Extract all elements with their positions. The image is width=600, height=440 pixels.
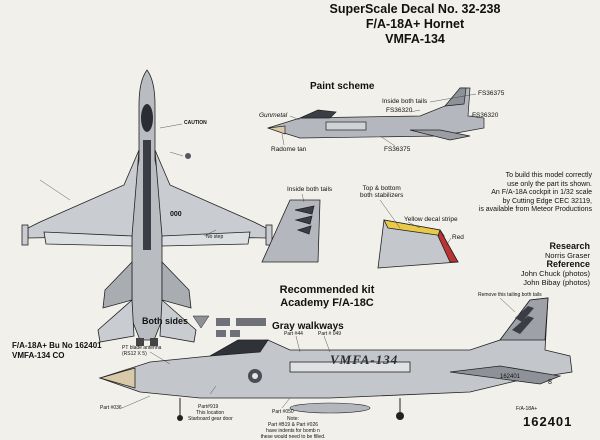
side-type-label: F/A-18A+: [516, 406, 538, 412]
reference-title: Reference: [546, 259, 590, 269]
build-note: To build this model correctly use only t…: [400, 172, 592, 215]
gunmetal-label: Gunmetal: [259, 112, 288, 119]
fs-label-1: FS36375: [478, 90, 505, 97]
reference-1: John Chuck (photos): [520, 269, 590, 278]
red-label: Red: [452, 234, 464, 241]
aircraft-line-1: F/A-18A+ Bu No 162401: [12, 341, 102, 350]
this-location-label: This location: [196, 410, 225, 416]
recommended-kit: Recommended kit Academy F/A-18C: [262, 284, 392, 310]
note-line-3: An F/A-18A cockpit in 1/32 scale: [491, 189, 592, 196]
title-line-1: SuperScale Decal No. 32-238: [329, 2, 501, 16]
research-block: Research Norris Graser Reference John Ch…: [470, 241, 590, 288]
tails-inside-label: Inside both tails: [287, 186, 333, 193]
aircraft-line-2: VMFA-134 CO: [12, 351, 65, 360]
fs-label-4: FS36375: [384, 146, 411, 153]
filler-note-1: Note:: [287, 416, 299, 422]
kit-line-2: Academy F/A-18C: [280, 297, 374, 309]
tail-number-decal: 162401: [523, 414, 573, 429]
squadron-marking: VMFA-134: [330, 352, 399, 367]
stabilizer-line-1: Top & bottom: [362, 185, 401, 192]
no-step-label: No step: [206, 234, 224, 240]
radome-label: Radome tan: [271, 146, 307, 153]
both-sides-label: Both sides: [142, 316, 189, 326]
part-36-label: Part #036: [100, 405, 122, 411]
fs-label-2: FS36320: [386, 107, 413, 114]
note-line-2: use only the part its shown.: [507, 180, 592, 188]
aircraft-id: F/A-18A+ Bu No 162401 VMFA-134 CO: [12, 341, 102, 361]
side-bureau-label: 162401: [500, 374, 521, 380]
title-line-2: F/A-18A+ Hornet: [365, 17, 465, 31]
decal-title: SuperScale Decal No. 32-238 F/A-18A+ Hor…: [300, 2, 530, 47]
note-line-4: by Cutting Edge CEC 32119,: [502, 197, 592, 205]
kit-line-1: Recommended kit: [279, 284, 375, 296]
remove-tail-label: Remove this tailing both tails: [478, 292, 542, 298]
filler-note: Note: Part #B19 & Part #026 have indents…: [252, 416, 334, 440]
research-name: Norris Graser: [544, 251, 590, 260]
note-line-1: To build this model correctly: [505, 172, 592, 179]
part-919-label: Part#919: [198, 404, 219, 410]
side-small-number: 8: [548, 379, 552, 386]
reference-2: John Bibay (photos): [523, 278, 590, 287]
gray-walkways-label: Gray walkways: [272, 321, 344, 332]
yellow-stripe-label: Yellow decal stripe: [404, 216, 458, 223]
filler-note-2: Part #B19 & Part #026: [267, 422, 319, 428]
pt-blade-label: PT blade antenna (RS12 X 5): [122, 345, 162, 357]
stabilizer-line-2: both stabilizers: [360, 192, 404, 199]
stabilizer-label: Top & bottom both stabilizers: [360, 185, 403, 199]
modex-label: 000: [170, 211, 182, 218]
paint-scheme-title: Paint scheme: [310, 81, 375, 92]
filler-note-4: these would need to be filled.: [260, 434, 326, 440]
part-50-label: Part #050: [272, 409, 294, 415]
research-title: Research: [549, 241, 590, 251]
inside-tails-label: Inside both tails: [382, 98, 428, 105]
fs-label-3: FS36320: [472, 112, 499, 119]
part-49-label: Part # 049: [318, 331, 342, 337]
note-line-5: is available from Meteor Productions: [478, 206, 592, 213]
starboard-door-label: Starboard gear door: [188, 416, 233, 422]
caution-label: CAUTION: [184, 120, 207, 126]
filler-note-3: have indents for bomb n: [266, 428, 320, 434]
title-line-3: VMFA-134: [385, 32, 445, 46]
part-44-label: Part #44: [284, 331, 303, 337]
